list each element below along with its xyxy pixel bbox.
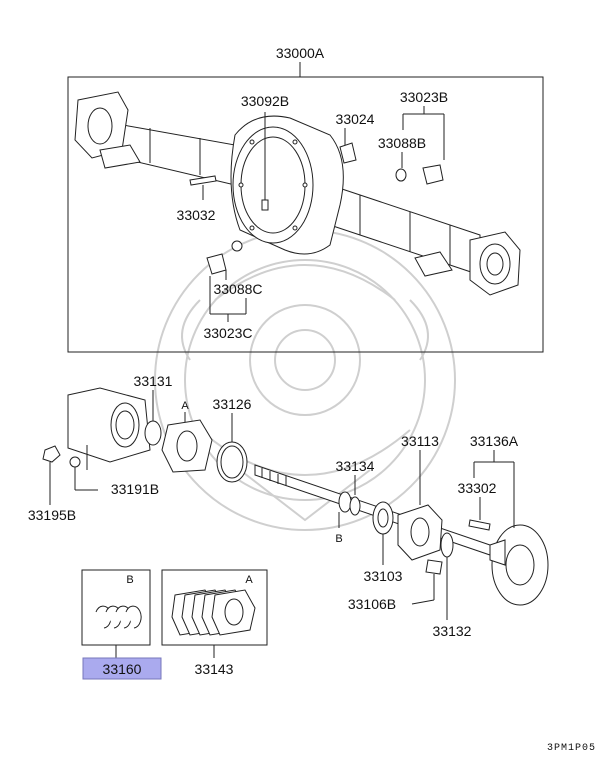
label-33103[interactable]: 33103 [364,568,403,584]
bolt[interactable] [425,559,443,575]
stud-bolt[interactable] [189,175,217,186]
label-33000a[interactable]: 33000A [276,45,325,61]
gasket-hole [176,430,198,462]
shims [171,589,256,636]
breather-plug[interactable] [261,199,269,211]
filler-plug[interactable] [206,253,227,275]
label-33023c[interactable]: 33023C [203,325,252,341]
snap-ring-box-marker: B [126,574,133,586]
label-33126[interactable]: 33126 [213,396,252,412]
label-33113[interactable]: 33113 [401,433,439,449]
b-marker-shaft: B [335,533,342,545]
leader-33106b-h [411,599,435,605]
axle-housing[interactable] [74,91,521,296]
label-33143[interactable]: 33143 [195,661,234,677]
diagram-code: 3PM1P05 [547,743,596,754]
label-33191b[interactable]: 33191B [111,481,159,497]
label-33134[interactable]: 33134 [336,458,375,474]
label-33024[interactable]: 33024 [336,111,375,127]
housing-assembly-frame [67,76,544,353]
label-33032[interactable]: 33032 [177,207,216,223]
shaft-collar[interactable] [440,532,454,558]
label-33302[interactable]: 33302 [458,480,497,496]
label-33088c[interactable]: 33088C [213,281,262,297]
oil-seal[interactable] [144,420,162,446]
o-ring-inner [220,445,244,479]
shim-box-marker: A [245,574,253,586]
label-33131[interactable]: 33131 [134,373,173,389]
vent-fitting[interactable] [339,142,357,164]
oil-seal-inner[interactable] [338,491,352,513]
drain-plug[interactable] [422,164,444,185]
label-33160[interactable]: 33160 [103,661,142,677]
drain-plug-gasket[interactable] [395,168,407,182]
gasket-a-marker: A [181,400,189,412]
label-33106b[interactable]: 33106B [348,596,396,612]
label-33195b[interactable]: 33195B [28,507,76,523]
label-33136a[interactable]: 33136A [470,433,519,449]
hub-bolt[interactable] [468,519,491,531]
lock-washer[interactable] [69,456,81,468]
bearing-inner [377,508,389,528]
hub-neck [489,539,506,566]
retainer-hole [410,517,430,547]
label-33023b[interactable]: 33023B [400,89,448,105]
nut[interactable] [42,445,61,463]
label-33088b[interactable]: 33088B [378,135,426,151]
snap-rings [95,605,142,629]
hub-center [505,544,535,586]
spacer-ring[interactable] [349,496,361,516]
filler-plug-gasket[interactable] [231,240,243,252]
housing-end[interactable] [67,387,151,463]
label-33132[interactable]: 33132 [433,623,472,639]
label-33160-highlight [82,657,162,680]
label-33092b[interactable]: 33092B [241,93,289,109]
